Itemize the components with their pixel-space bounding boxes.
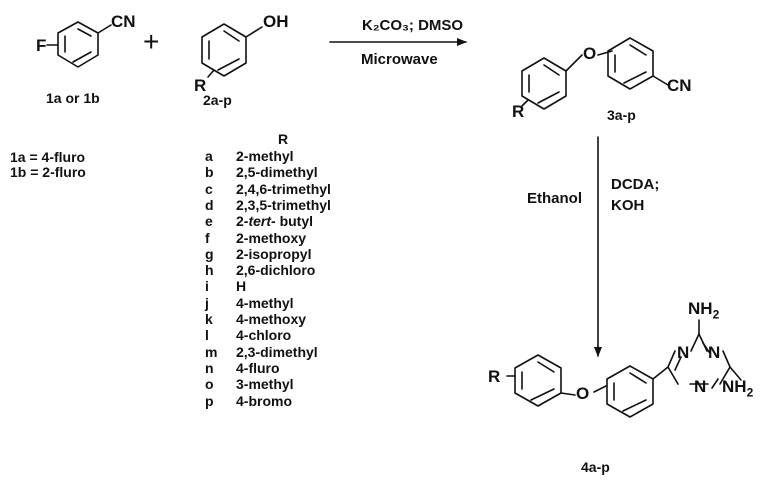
triazine-nitrogen-3: N — [694, 377, 707, 396]
substituent-text: 2,3-dimethyl — [236, 343, 318, 360]
substituent-value: 2,6-dichloro — [236, 262, 315, 278]
substituent-value: 2,5-dimethyl — [236, 164, 318, 180]
substituent-code: i — [205, 278, 209, 295]
substituent-text: H — [236, 278, 247, 295]
substituent-code: f — [205, 229, 210, 246]
substituent-text: 2-methoxy — [236, 229, 307, 246]
step2-solvent: Ethanol — [527, 190, 582, 207]
step1-conditions: Microwave — [361, 51, 438, 68]
substituent-code: o — [205, 376, 214, 393]
substituent-text: 4-fluro — [236, 359, 280, 376]
substituent-code: m — [205, 343, 218, 360]
triazine-ring — [667, 333, 731, 389]
substituent-value: H — [236, 278, 246, 294]
substituent-value: 4-methoxy — [236, 311, 306, 327]
substituent-value: 4-methyl — [236, 295, 294, 311]
substituent-code: n — [205, 359, 214, 376]
bond-triazine-nh2-right — [729, 366, 742, 381]
substituent-value: 3-methyl — [236, 376, 294, 392]
substituent-text: 2,5-dimethyl — [236, 164, 318, 181]
phenol-ring — [201, 23, 247, 77]
substituent-code: p — [205, 392, 214, 409]
fluoro-definition-1a: 1a = 4-fluro — [10, 149, 86, 165]
bond-ring-cn — [97, 24, 112, 34]
substituent-text: 2- — [236, 213, 249, 230]
substituent-code: a — [205, 148, 213, 164]
substituent-text: 2,3,5-trimethyl — [236, 196, 331, 213]
triazine-nitrogen-1: N — [677, 343, 690, 362]
substituent-code: j — [205, 294, 209, 311]
fluoro-definition-1b: 1b = 2-fluro — [10, 164, 86, 180]
intermediate-ring-right — [607, 37, 654, 90]
product-ring-middle — [606, 365, 654, 418]
compound-2-label: 2a-p — [203, 92, 232, 108]
step2-reagent-koh: KOH — [611, 197, 645, 214]
substituent-text: 2,4,6-trimethyl — [236, 180, 331, 197]
fluorine-atom: F — [36, 36, 47, 55]
bond-o-ring-4 — [593, 385, 607, 393]
ether-oxygen-3: O — [583, 44, 597, 63]
r-group-4: R — [488, 367, 501, 386]
substituent-value: 4-bromo — [236, 393, 292, 409]
bond-ring-oh — [245, 26, 263, 38]
bond-ring-triazine — [652, 366, 669, 380]
substituent-text: 4-methoxy — [236, 311, 307, 327]
substituent-text: 2-isopropyl — [236, 245, 312, 262]
substituent-value: 2-tert- butyl — [236, 213, 313, 229]
compound-3-label: 3a-p — [607, 107, 636, 123]
triazine-nitrogen-2: N — [708, 343, 721, 362]
substituent-value: 2,4,6-trimethyl — [236, 181, 331, 197]
step1-reagents: K₂CO₃; DMSO — [362, 17, 464, 34]
bond-ring-r-3 — [521, 99, 529, 107]
bond-ring-o-left — [565, 54, 583, 72]
product-ring-left — [514, 354, 562, 407]
amino-group-top: NH2 — [688, 299, 720, 322]
nitrile-group: CN — [111, 12, 136, 31]
substituent-value: 2-methoxy — [236, 230, 306, 246]
substituent-text-suffix: - butyl — [271, 213, 314, 230]
substituent-text: 4-bromo — [236, 392, 292, 409]
substituent-value: 4-fluro — [236, 360, 280, 376]
amino-group-right: NH2 — [722, 377, 754, 400]
substituent-value: 2,3,5-trimethyl — [236, 197, 331, 213]
substituent-code: d — [205, 196, 214, 213]
substituent-value: 2,3-dimethyl — [236, 344, 318, 360]
bond-o-ring-right — [597, 50, 613, 56]
nitrile-group-3: CN — [667, 76, 692, 95]
compound-4-label: 4a-p — [581, 459, 610, 475]
substituent-value: 2-methyl — [236, 148, 294, 164]
substituent-text: 2,6-dichloro — [236, 262, 316, 279]
ether-oxygen-4: O — [576, 384, 590, 403]
bond-ring-cn-3 — [652, 75, 669, 86]
substituent-code: g — [205, 245, 214, 262]
substituent-text: 4-chloro — [236, 327, 292, 344]
substituent-code: c — [205, 180, 213, 197]
step2-reagent-dcda: DCDA; — [611, 176, 660, 193]
substituent-text-italic: tert — [248, 213, 272, 230]
substituent-code: b — [205, 164, 214, 181]
bond-ring-r-2 — [207, 69, 215, 78]
r-group-2: R — [194, 76, 207, 95]
compound-1-label: 1a or 1b — [46, 90, 100, 106]
substituent-code: e — [205, 213, 213, 230]
substituent-text: 2-methyl — [236, 148, 294, 164]
substituent-text: 4-methyl — [236, 294, 294, 311]
r-group-3: R — [512, 102, 525, 121]
substituent-table-header: R — [278, 131, 289, 147]
plus-sign: + — [143, 26, 160, 57]
intermediate-ring-left — [521, 57, 567, 110]
fluorobenzonitrile-ring — [57, 21, 99, 68]
bond-ring-o-4 — [560, 392, 576, 396]
substituent-text: 3-methyl — [236, 376, 294, 393]
substituent-value: 4-chloro — [236, 327, 291, 343]
substituent-value: 2-isopropyl — [236, 246, 311, 262]
hydroxyl-group: OH — [263, 12, 289, 31]
substituent-code: l — [205, 327, 209, 344]
substituent-code: k — [205, 311, 213, 327]
substituent-code: h — [205, 262, 214, 279]
